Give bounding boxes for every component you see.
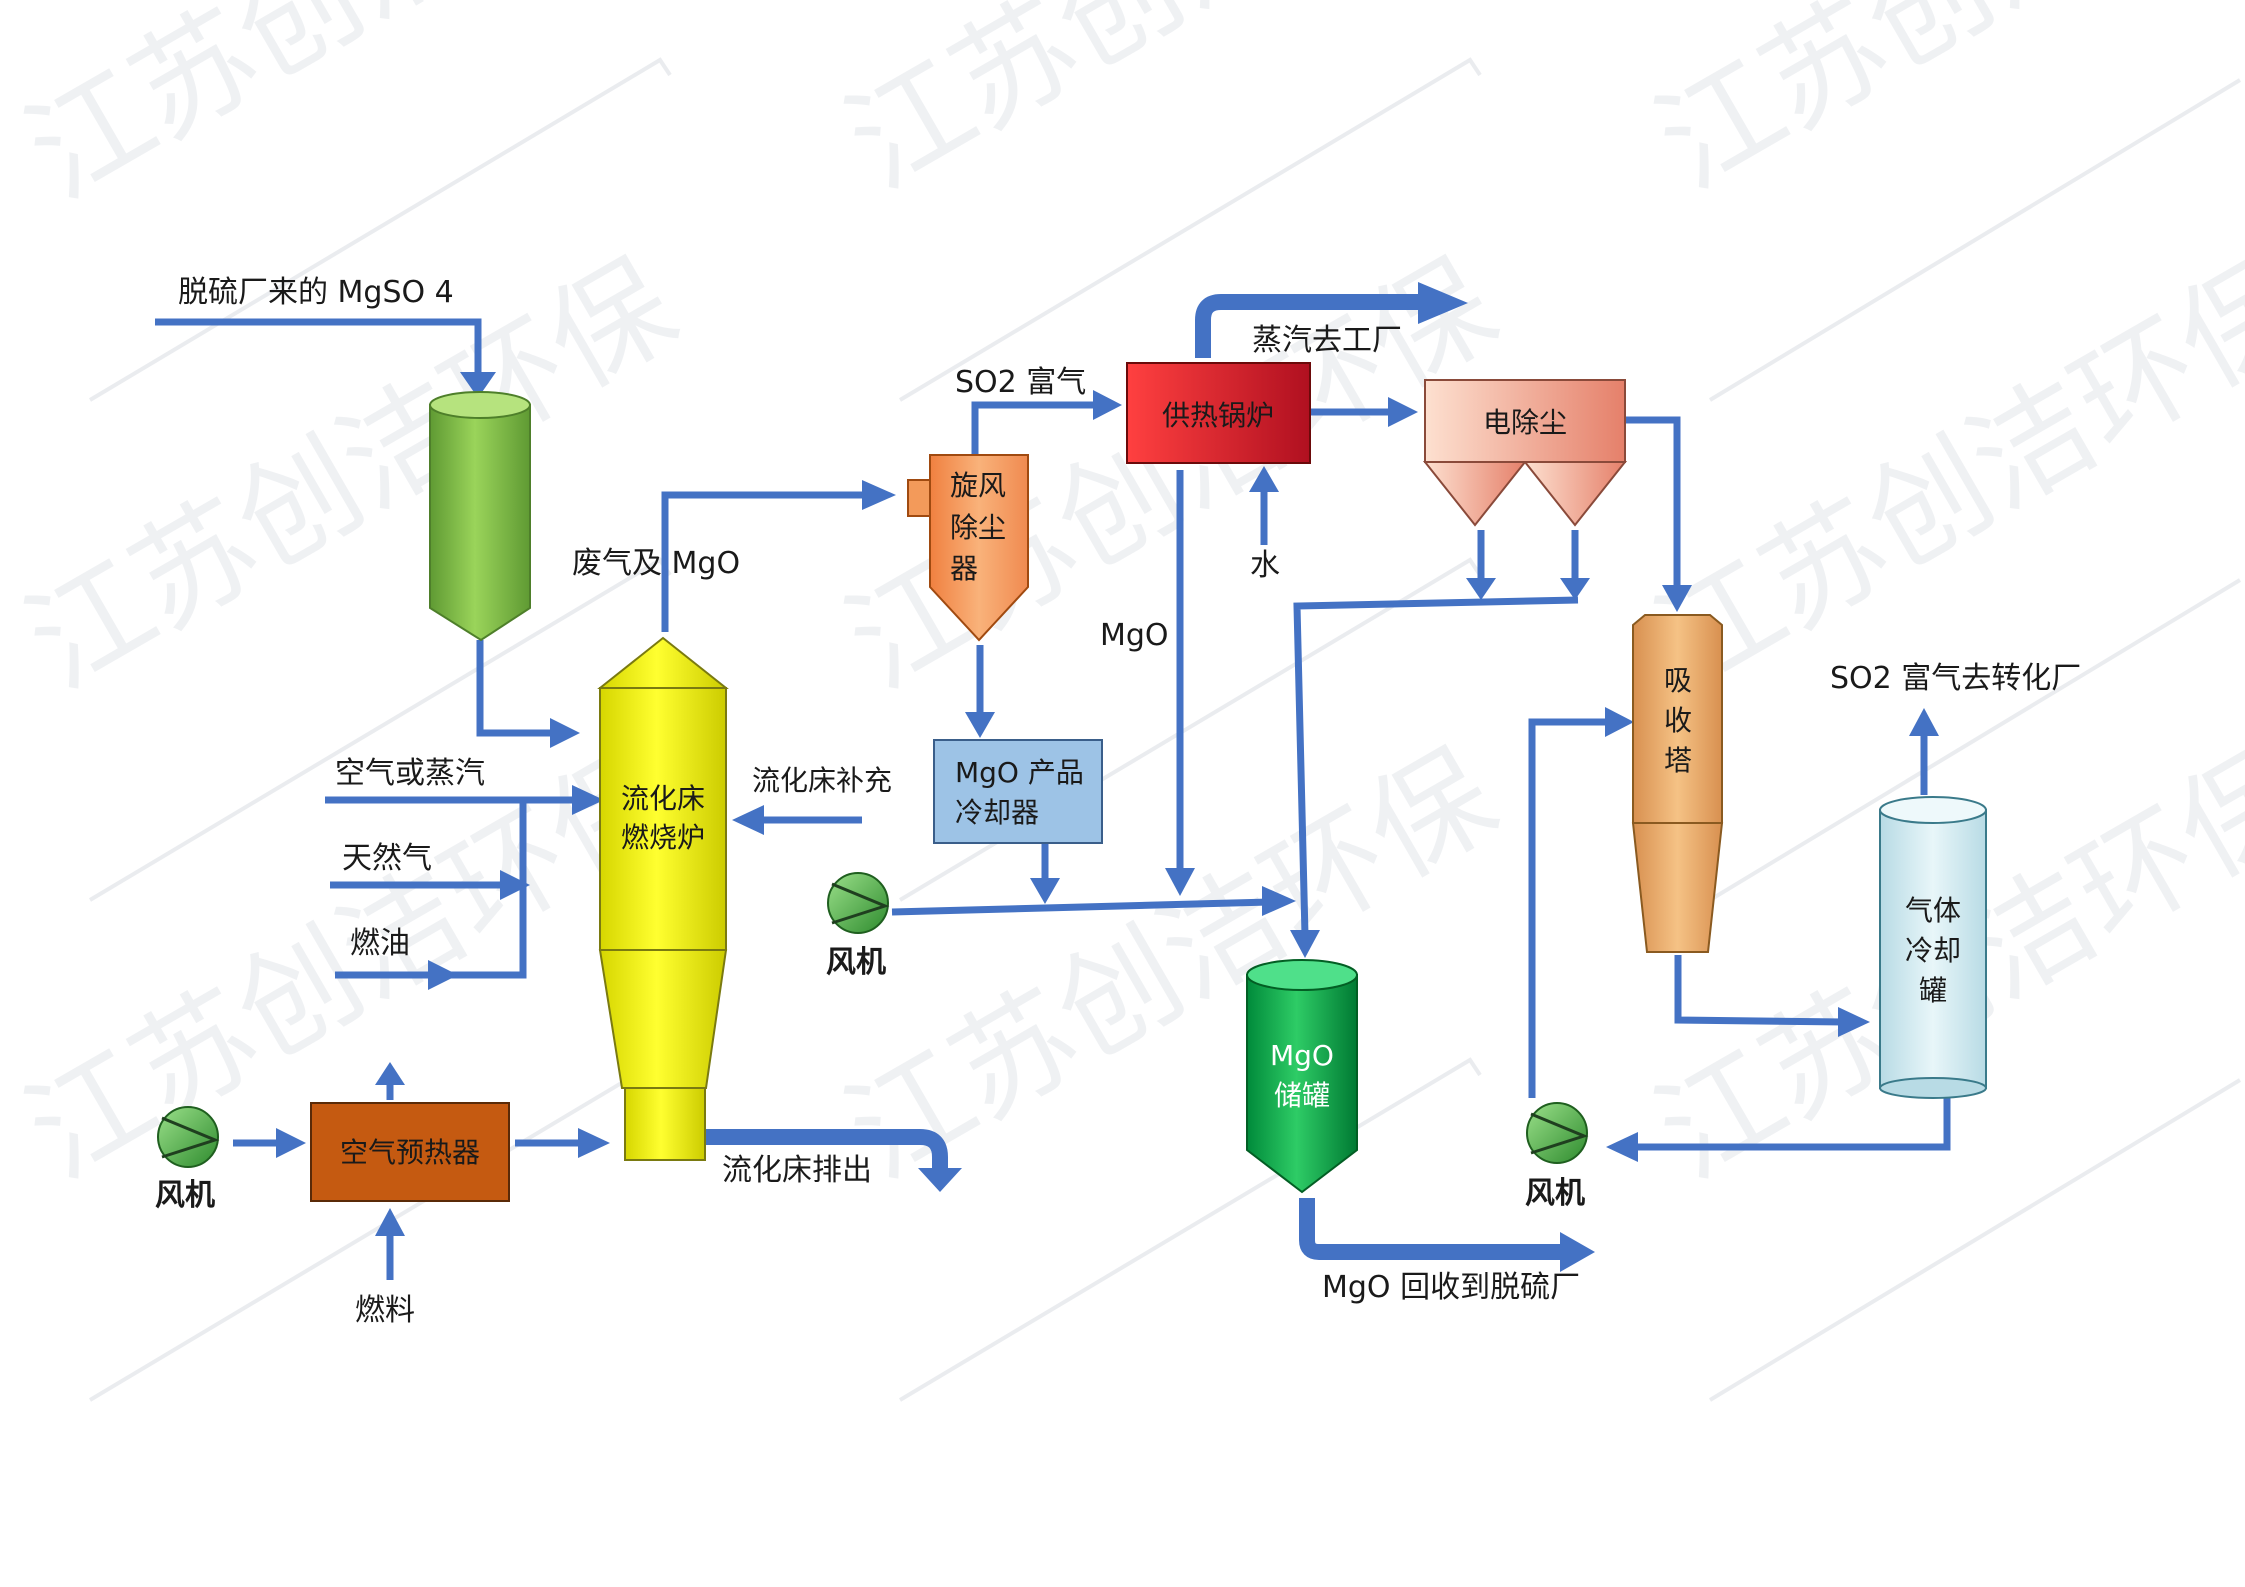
- boiler-label: 供热锅炉: [1162, 399, 1274, 432]
- label-bed-makeup: 流化床补充: [752, 764, 892, 797]
- watermark-text: 江苏创洁环保: [825, 0, 1518, 215]
- label-fan: 风机: [1525, 1176, 1585, 1211]
- air-preheater: 空气预热器: [310, 1102, 510, 1202]
- absorption-tower: 吸 收 塔: [1631, 614, 1724, 953]
- mgso4-feed-hopper: [429, 391, 531, 642]
- fan-icon: [1526, 1102, 1589, 1164]
- label-natural-gas: 天然气: [342, 841, 432, 876]
- label-fan: 风机: [826, 945, 886, 980]
- cooler-label: MgO 产品: [955, 756, 1084, 789]
- fan-icon: [827, 872, 890, 934]
- cooler-label: 冷却器: [955, 796, 1039, 829]
- gas-cooler-label: 气体: [1905, 894, 1961, 927]
- esp-label: 电除尘: [1483, 406, 1567, 439]
- watermark-text: 江苏创洁环保: [1635, 0, 2245, 215]
- storage-label: MgO: [1270, 1039, 1334, 1072]
- preheater-label: 空气预热器: [340, 1136, 480, 1169]
- absorber-label: 塔: [1664, 744, 1692, 777]
- furnace-label: 流化床: [621, 782, 705, 815]
- label-fuel-oil: 燃油: [350, 926, 410, 961]
- label-so2-rich: SO2 富气: [955, 365, 1086, 400]
- label-water: 水: [1250, 548, 1280, 583]
- absorber-label: 吸: [1664, 664, 1692, 697]
- stream-labels: 脱硫厂来的 MgSO 4 废气及 MgO SO2 富气 蒸汽去工厂 水 MgO …: [155, 275, 2081, 1328]
- label-bed-discharge: 流化床排出: [722, 1153, 872, 1188]
- label-steam-out: 蒸汽去工厂: [1252, 323, 1402, 358]
- label-mgo: MgO: [1100, 618, 1169, 653]
- gas-cooler-label: 罐: [1919, 974, 1947, 1007]
- absorber-label: 收: [1664, 704, 1692, 737]
- pipe-network: [155, 318, 1951, 1280]
- mgo-storage-tank: MgO 储罐: [1246, 959, 1358, 1194]
- label-fan: 风机: [155, 1178, 215, 1213]
- mgo-product-cooler: MgO 产品 冷却器: [933, 739, 1103, 844]
- heating-boiler: 供热锅炉: [1126, 362, 1311, 464]
- watermark-text: 江苏创洁环保: [5, 0, 698, 225]
- thick-pipes: [700, 282, 1595, 1272]
- furnace-label: 燃烧炉: [621, 821, 705, 854]
- cyclone-label: 旋风: [950, 469, 1006, 502]
- electrostatic-precipitator: 电除尘: [1422, 379, 1628, 527]
- storage-label: 储罐: [1274, 1079, 1330, 1112]
- cyclone-label: 除尘: [950, 511, 1006, 544]
- label-so2-to-conversion: SO2 富气去转化厂: [1830, 661, 2081, 696]
- label-air-or-steam: 空气或蒸汽: [335, 756, 485, 791]
- label-fuel: 燃料: [355, 1293, 415, 1328]
- fluidized-bed-furnace: 流化床 燃烧炉: [597, 636, 729, 1161]
- label-offgas-mgo: 废气及 MgO: [572, 546, 740, 581]
- gas-cooler-label: 冷却: [1905, 934, 1961, 967]
- fan-icon: [157, 1106, 220, 1168]
- watermark-text: 江苏创洁环保: [1635, 235, 2245, 715]
- gas-cooling-tank: 气体 冷却 罐: [1879, 796, 1987, 1099]
- label-mgso4-in: 脱硫厂来的 MgSO 4: [178, 275, 454, 310]
- label-mgo-return: MgO 回收到脱硫厂: [1322, 1270, 1580, 1305]
- cyclone-separator: 旋风 除尘 器: [907, 454, 1029, 642]
- cyclone-label: 器: [950, 552, 978, 585]
